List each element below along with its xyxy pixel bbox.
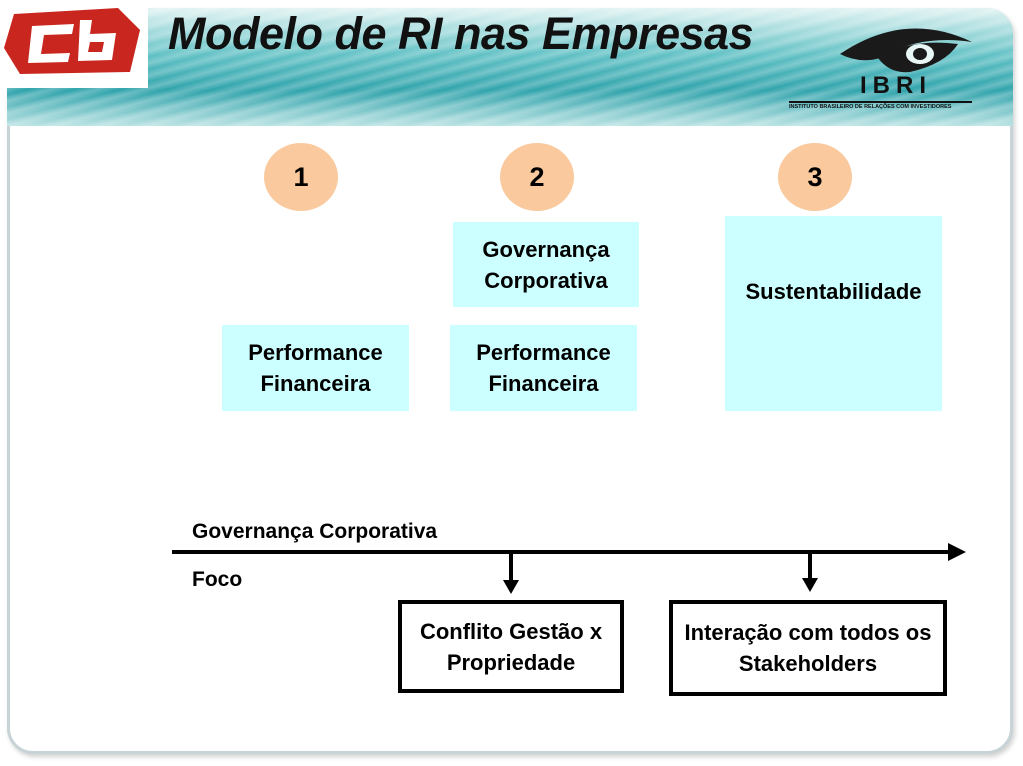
outcome-conflict-box: Conflito Gestão x Propriedade [398, 600, 624, 693]
header-band [7, 8, 1013, 126]
model-1-number: 1 [264, 143, 338, 211]
ceb-logo [0, 0, 148, 88]
page-title: Modelo de RI nas Empresas [168, 8, 754, 59]
model-2-governance-box: Governança Corporativa [453, 222, 639, 307]
ibri-eye-icon [840, 28, 972, 73]
outcome-conflict-label: Conflito Gestão x Propriedade [419, 618, 603, 675]
timeline-top-label: Governança Corporativa [192, 520, 438, 543]
model-2-performance-label: Performance Financeira [476, 340, 611, 396]
header-stripes [7, 8, 1013, 126]
timeline-arrowhead-icon [948, 543, 966, 561]
model-2-number: 2 [500, 143, 574, 211]
timeline-bottom-label: Foco [192, 568, 243, 591]
ceb-logo-icon [4, 8, 140, 74]
model-2-performance-box: Performance Financeira [450, 325, 637, 411]
model-3-sustainability-label: Sustentabilidade [745, 279, 922, 304]
model-1-performance-box: Performance Financeira [222, 325, 409, 411]
focus-arrow-1-icon [503, 580, 519, 594]
model-3-number: 3 [778, 143, 852, 211]
model-1-performance-label: Performance Financeira [248, 340, 383, 396]
focus-arrow-2-icon [802, 578, 818, 592]
ibri-logo-subtitle: INSTITUTO BRASILEIRO DE RELAÇÕES COM INV… [789, 101, 972, 110]
outcome-stakeholders-label: Interação com todos os Stakeholders [684, 620, 932, 676]
ibri-logo-text: IBRI [860, 72, 932, 99]
model-2-governance-label: Governança Corporativa [482, 236, 610, 293]
outcome-stakeholders-box: Interação com todos os Stakeholders [669, 600, 947, 696]
model-3-sustainability-box: Sustentabilidade [725, 216, 942, 411]
